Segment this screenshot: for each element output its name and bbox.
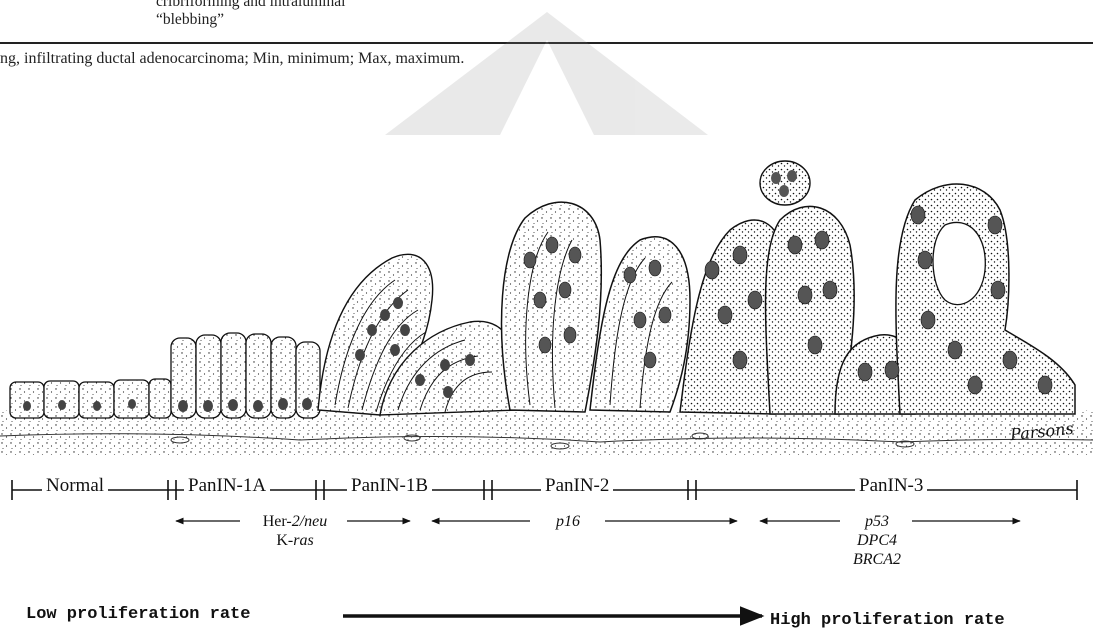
stage-label-panin-1a: PanIN-1A xyxy=(184,475,270,497)
high-proliferation-label: High proliferation rate xyxy=(770,611,1005,630)
gene-brca2-label: BRCA2 xyxy=(853,551,901,568)
detached-cell-cluster xyxy=(760,161,810,205)
stage-label-panin-3: PanIN-3 xyxy=(855,475,927,497)
panin-2-papilla xyxy=(502,202,690,412)
normal-epithelium xyxy=(10,379,171,418)
stage-label-panin-2: PanIN-2 xyxy=(541,475,613,497)
panin-3-papillae xyxy=(680,184,1075,414)
low-proliferation-label: Low proliferation rate xyxy=(26,605,250,624)
panin-1a-epithelium xyxy=(171,333,320,418)
stage-label-panin-1b: PanIN-1B xyxy=(347,475,432,497)
gene-dpc4-label: DPC4 xyxy=(857,532,897,549)
gene-p16-label: p16 xyxy=(556,513,580,530)
gene-p53-label: p53 xyxy=(865,513,889,530)
gene-p53-dpc4-brca2: p53 DPC4 BRCA2 xyxy=(845,512,909,569)
watermark-logo xyxy=(385,12,708,135)
gene-her2-italic: 2/neu xyxy=(292,513,328,530)
gene-p16: p16 xyxy=(534,512,602,531)
gene-kras-italic: ras xyxy=(293,532,313,549)
stage-label-normal: Normal xyxy=(42,475,108,497)
gene-kras-prefix: K- xyxy=(276,532,293,549)
gene-her2-kras: Her-2/neu K-ras xyxy=(244,512,346,550)
gene-her2-prefix: Her- xyxy=(263,513,292,530)
